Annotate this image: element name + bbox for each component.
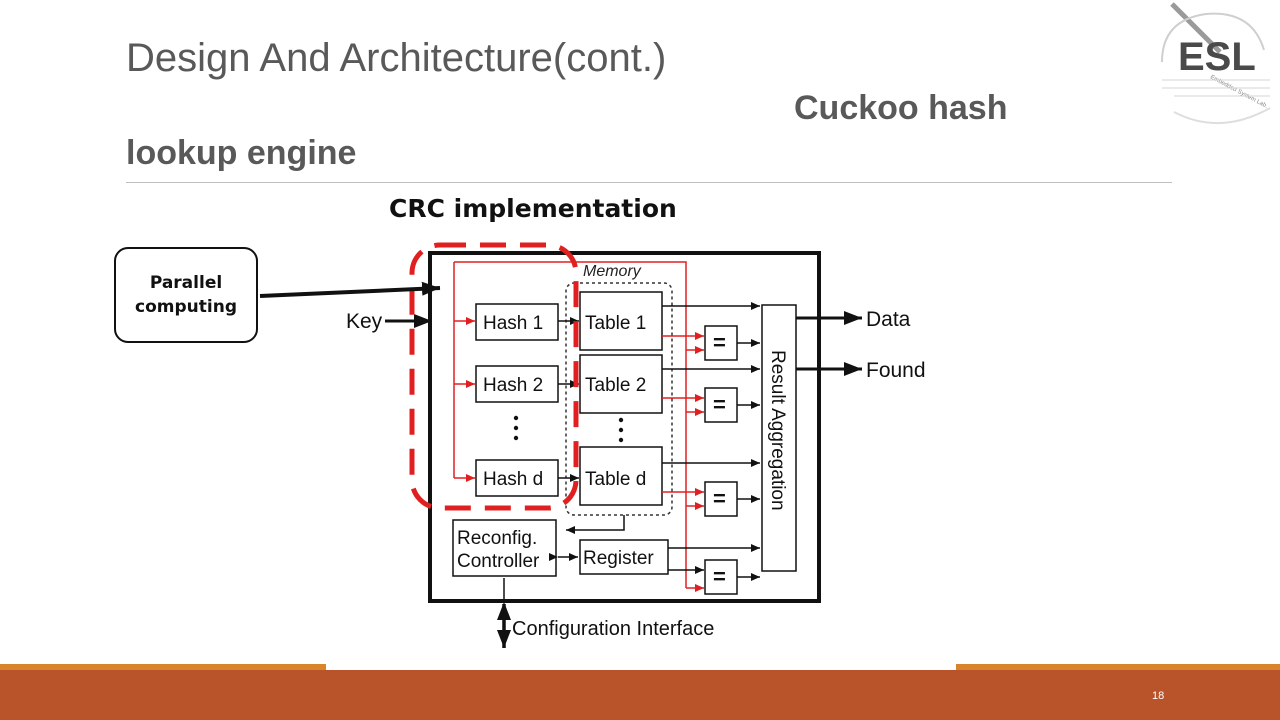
comparator-d <box>704 481 738 517</box>
tabled-label: Table d <box>585 469 646 490</box>
comparator-1 <box>704 325 738 361</box>
crc-highlight-outline <box>409 242 579 511</box>
result-aggregation-label: Result Aggregation <box>767 350 788 511</box>
footer-accent-left <box>0 664 326 672</box>
hash2-label: Hash 2 <box>483 375 543 396</box>
comparator-register-symbol: = <box>713 564 726 589</box>
comparator-1-symbol: = <box>713 330 726 355</box>
hash1-box <box>475 303 559 341</box>
slide-title: Design And Architecture(cont.) <box>126 36 667 80</box>
hash-ellipsis-dot <box>513 435 519 441</box>
result-aggregation-box <box>761 304 797 572</box>
tabled-box <box>579 446 663 506</box>
register-box <box>579 539 669 575</box>
table-ellipsis-dot <box>618 427 624 433</box>
logo-arc <box>1161 12 1265 63</box>
hash2-box <box>475 365 559 403</box>
logo-slash <box>1170 2 1222 54</box>
slide-subtitle-part2: lookup engine <box>126 134 357 172</box>
table-ellipsis-dot <box>618 437 624 443</box>
comparator-2-symbol: = <box>713 392 726 417</box>
parallel-computing-callout: Parallel computing <box>114 247 258 343</box>
title-divider <box>126 182 1172 183</box>
callout-line-2: computing <box>135 297 237 317</box>
hashd-label: Hash d <box>483 469 543 490</box>
table2-box <box>579 354 663 414</box>
found-output-label: Found <box>866 359 926 382</box>
logo-lower-arc <box>1173 107 1271 125</box>
footer-accent-right <box>956 664 1280 672</box>
logo-text: ESL <box>1178 35 1256 79</box>
memory-group-outline <box>565 282 673 516</box>
controller-memory-link <box>566 515 625 534</box>
table2-label: Table 2 <box>585 375 646 396</box>
footer-bar <box>0 670 1280 720</box>
table-ellipsis-dot <box>618 417 624 423</box>
esl-logo: ESL Embedded System Lab. <box>1161 2 1271 125</box>
page-number: 18 <box>1152 690 1165 702</box>
comparator-register <box>704 559 738 595</box>
memory-label: Memory <box>583 263 642 280</box>
hash-ellipsis-dot <box>513 425 519 431</box>
hashd-box <box>475 459 559 497</box>
controller-line-2: Controller <box>457 551 540 572</box>
slide-subtitle-part1: Cuckoo hash <box>794 89 1008 127</box>
callout-arrow <box>259 281 441 298</box>
hash1-label: Hash 1 <box>483 313 543 334</box>
crc-implementation-label: CRC implementation <box>389 194 677 223</box>
reconfig-controller-box <box>452 519 557 577</box>
controller-line-1: Reconfig. <box>457 528 537 549</box>
data-output-label: Data <box>866 308 911 331</box>
comparator-d-symbol: = <box>713 486 726 511</box>
key-label: Key <box>346 310 383 333</box>
callout-line-1: Parallel <box>149 273 223 293</box>
table1-box <box>579 291 663 351</box>
config-interface-label: Configuration Interface <box>512 618 714 640</box>
table1-label: Table 1 <box>585 313 646 334</box>
memory-bus-line <box>454 261 687 588</box>
register-label: Register <box>583 548 654 569</box>
hash-ellipsis-dot <box>513 415 519 421</box>
